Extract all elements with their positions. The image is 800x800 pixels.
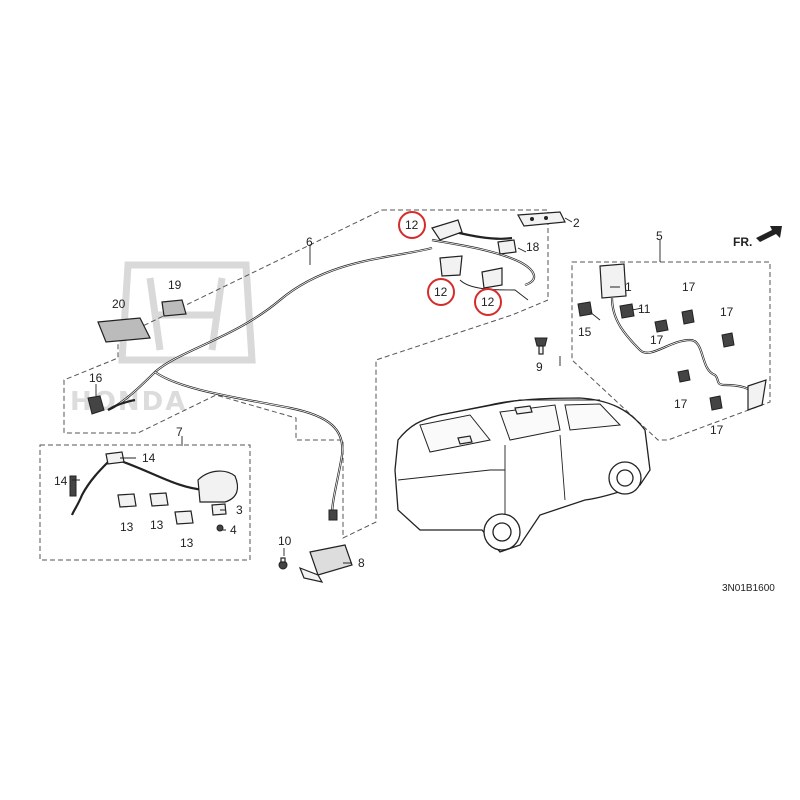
clip-16 bbox=[87, 384, 105, 415]
callout-12: 12 bbox=[434, 285, 448, 299]
group-box-7 bbox=[39, 444, 251, 561]
callout-17: 17 bbox=[710, 423, 724, 437]
callout-11: 11 bbox=[638, 302, 651, 316]
leader-lines bbox=[72, 240, 661, 564]
pad-20 bbox=[97, 317, 151, 343]
callout-20: 20 bbox=[112, 297, 126, 311]
module-8 bbox=[298, 544, 353, 583]
callout-14: 14 bbox=[54, 474, 68, 488]
group-box-6 bbox=[63, 209, 549, 539]
antenna-cable-7 bbox=[69, 451, 239, 532]
bracket-2 bbox=[517, 211, 573, 227]
callout-9: 9 bbox=[536, 360, 543, 374]
callout-1: 1 bbox=[625, 280, 632, 294]
pad-19 bbox=[161, 299, 187, 317]
front-arrow-icon bbox=[756, 226, 782, 242]
callout-4: 4 bbox=[230, 523, 237, 537]
roof-cable-6 bbox=[107, 219, 536, 521]
honda-watermark: HONDA bbox=[70, 261, 256, 417]
cable-5 bbox=[577, 263, 767, 411]
front-direction-indicator: FR. bbox=[733, 226, 782, 249]
callout-13: 13 bbox=[180, 536, 194, 550]
callout-7: 7 bbox=[176, 425, 183, 439]
callout-10: 10 bbox=[278, 534, 292, 548]
diagram-code: 3N01B1600 bbox=[722, 583, 775, 594]
callout-14: 14 bbox=[142, 451, 156, 465]
highlight-ring-12b bbox=[427, 278, 455, 306]
callout-6: 6 bbox=[306, 235, 313, 249]
callout-17: 17 bbox=[674, 397, 688, 411]
vehicle-illustration bbox=[394, 397, 651, 553]
callout-17: 17 bbox=[682, 280, 696, 294]
callout-8: 8 bbox=[358, 556, 365, 570]
callout-12: 12 bbox=[405, 218, 419, 232]
highlight-ring-12c bbox=[474, 288, 502, 316]
callout-19: 19 bbox=[168, 278, 182, 292]
callout-2: 2 bbox=[573, 216, 580, 230]
callout-18: 18 bbox=[526, 240, 540, 254]
callout-17: 17 bbox=[720, 305, 734, 319]
callout-5: 5 bbox=[656, 229, 663, 243]
callout-3: 3 bbox=[236, 503, 243, 517]
callout-13: 13 bbox=[120, 520, 134, 534]
front-label: FR. bbox=[733, 235, 752, 249]
callout-13: 13 bbox=[150, 518, 164, 532]
bolt-9 bbox=[534, 337, 548, 355]
callout-12: 12 bbox=[481, 295, 495, 309]
bolt-10 bbox=[278, 557, 288, 570]
highlight-ring-12a bbox=[398, 211, 426, 239]
callout-17: 17 bbox=[650, 333, 664, 347]
callout-15: 15 bbox=[578, 325, 592, 339]
callout-16: 16 bbox=[89, 371, 103, 385]
